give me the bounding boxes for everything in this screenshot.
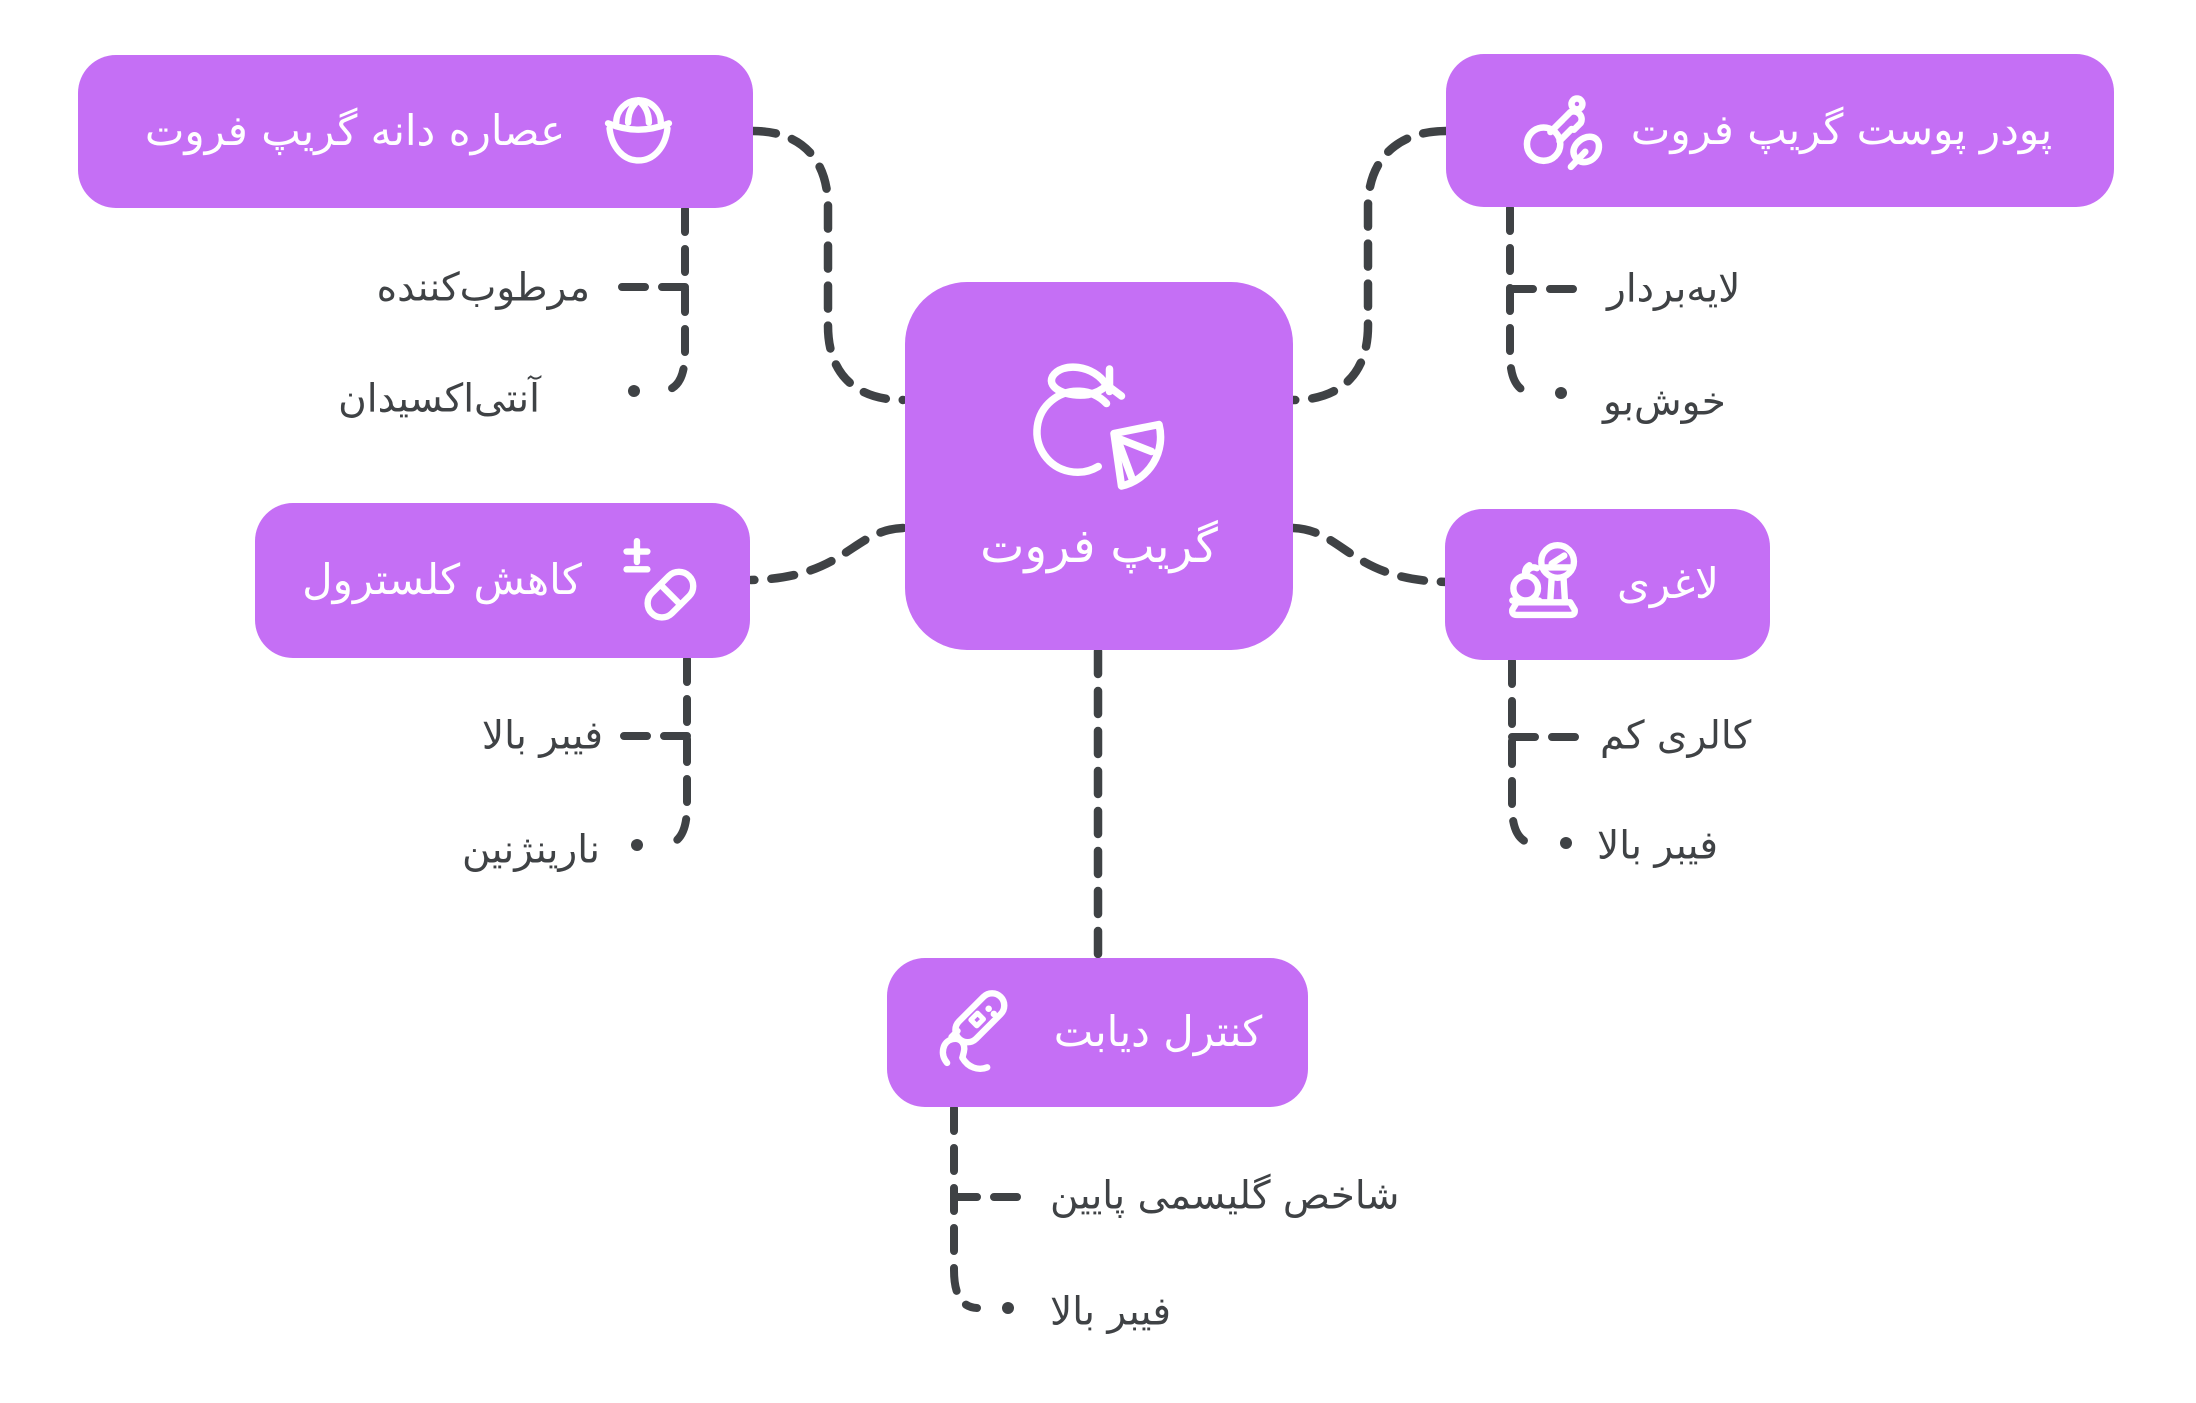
subitem-antioxidant: آنتی‌اکسیدان bbox=[338, 376, 540, 422]
connector-center-seed-extract bbox=[748, 126, 908, 405]
subconnector-seed-extract-stem bbox=[658, 205, 689, 395]
connector-center-weight-loss bbox=[1288, 523, 1452, 587]
subitem-high-fiber-diabetes: فیبر بالا bbox=[1050, 1289, 1172, 1335]
subitem-high-fiber-cholesterol: فیبر بالا bbox=[481, 713, 603, 759]
subitem-low-glycemic-index: شاخص گلیسمی پایین bbox=[1050, 1173, 1400, 1219]
citrus-juicer-icon bbox=[605, 97, 673, 164]
branch-node-label: کنترل دیابت bbox=[1053, 1007, 1263, 1057]
branch-node-label: کاهش کلسترول bbox=[302, 555, 582, 605]
branch-node-label: عصاره دانه گریپ فروت bbox=[144, 106, 566, 156]
subitem-moisturizer: مرطوب‌کننده bbox=[376, 265, 590, 311]
subitem-fragrant: خوش‌بو bbox=[1603, 379, 1726, 425]
node-diabetes[interactable]: کنترل دیابت bbox=[887, 958, 1308, 1107]
subconnector-peel-powder-dot bbox=[1555, 387, 1567, 399]
branch-node-label: لاغری bbox=[1617, 559, 1719, 609]
subitem-high-fiber-weight-loss: فیبر بالا bbox=[1597, 823, 1719, 869]
subconnector-weight-loss-dot bbox=[1560, 837, 1572, 849]
pill-plus-minus-icon bbox=[623, 537, 697, 621]
connector-center-peel-powder bbox=[1288, 126, 1451, 405]
branch-node-label: پودر پوست گریپ فروت bbox=[1630, 105, 2053, 155]
weight-scale-icon bbox=[1509, 541, 1578, 619]
subconnector-weight-loss-stem bbox=[1508, 657, 1539, 848]
subitem-exfoliator: لایه‌بردار bbox=[1607, 266, 1741, 312]
subconnector-cholesterol-stem bbox=[660, 655, 691, 849]
center-node-label: گریپ فروت bbox=[980, 518, 1218, 574]
subconnector-diabetes-stem bbox=[950, 1104, 981, 1312]
subconnector-seed-extract-dot bbox=[628, 385, 640, 397]
node-peel-powder[interactable]: پودر پوست گریپ فروت bbox=[1446, 54, 2114, 207]
subitem-naringenin: نارینژنین bbox=[461, 827, 600, 873]
node-weight-loss[interactable]: لاغری bbox=[1445, 509, 1770, 660]
grapefruit-icon bbox=[1033, 363, 1165, 490]
node-cholesterol[interactable]: کاهش کلسترول bbox=[255, 503, 750, 658]
subconnector-cholesterol-dot bbox=[631, 839, 643, 851]
node-seed-extract[interactable]: عصاره دانه گریپ فروت bbox=[78, 55, 753, 208]
subitem-low-calorie: کالری کم bbox=[1600, 713, 1752, 759]
glucometer-icon bbox=[939, 990, 1008, 1072]
node-grapefruit-center[interactable]: گریپ فروت bbox=[905, 282, 1293, 650]
powder-spray-bottle-icon bbox=[1523, 95, 1602, 171]
connector-center-cholesterol bbox=[746, 523, 908, 585]
subconnector-peel-powder-stem bbox=[1506, 204, 1537, 397]
subconnector-diabetes-dot bbox=[1002, 1302, 1014, 1314]
